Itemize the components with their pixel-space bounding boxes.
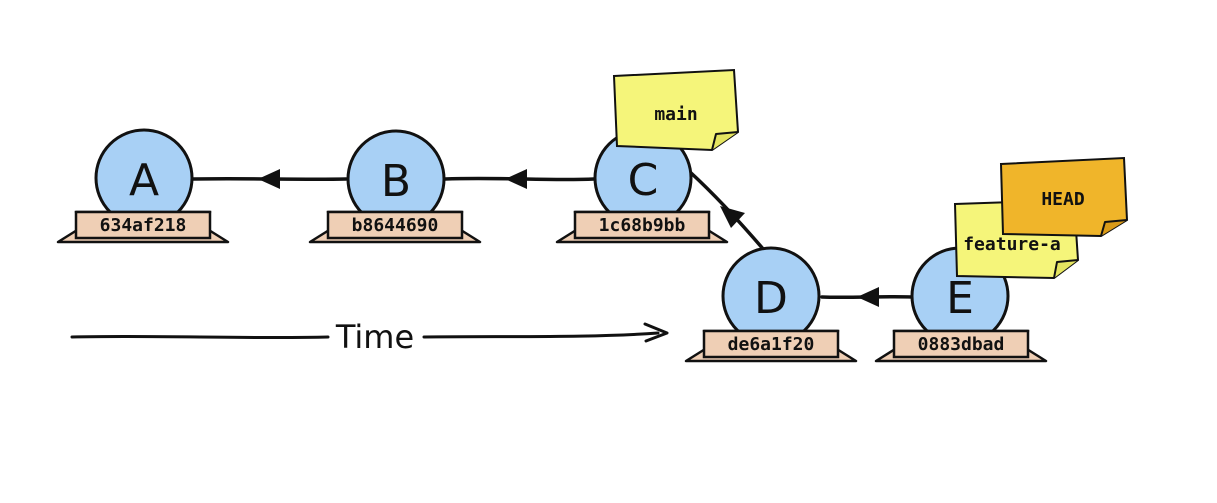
commit-letter: A	[129, 155, 159, 206]
note-label: HEAD	[1041, 189, 1085, 210]
commit-b: B b8644690	[308, 129, 482, 244]
commit-letter: D	[754, 273, 788, 324]
arrowhead-c	[720, 206, 745, 228]
hash-ribbon	[308, 210, 482, 244]
branch-note-main: main	[612, 68, 740, 152]
commit-letter: B	[381, 156, 411, 207]
arrowhead-b	[505, 169, 527, 189]
arrowheads	[258, 169, 879, 307]
commit-hash: 0883dbad	[918, 334, 1005, 355]
hash-ribbon	[56, 210, 230, 244]
time-line-left	[70, 334, 330, 340]
commit-letter: C	[628, 155, 659, 206]
commit-d: D de6a1f20	[684, 246, 858, 363]
commit-hash: 1c68b9bb	[599, 215, 686, 236]
commit-letter: E	[946, 273, 974, 324]
time-arrowhead	[643, 322, 669, 343]
hash-ribbon	[874, 329, 1048, 363]
time-label: Time	[335, 318, 414, 356]
commit-hash: de6a1f20	[728, 334, 815, 355]
note-label: feature-a	[963, 234, 1061, 255]
time-axis: Time	[70, 318, 669, 356]
time-line-right	[422, 331, 660, 339]
commit-a: A 634af218	[56, 128, 230, 244]
commit-hash: b8644690	[352, 215, 439, 236]
head-note: HEAD	[999, 156, 1129, 238]
hash-ribbon	[684, 329, 858, 363]
arrowhead-a	[258, 169, 280, 189]
arrowhead-d	[857, 287, 879, 307]
commit-hash: 634af218	[100, 215, 187, 236]
hash-ribbon	[555, 210, 729, 244]
note-label: main	[654, 104, 697, 125]
